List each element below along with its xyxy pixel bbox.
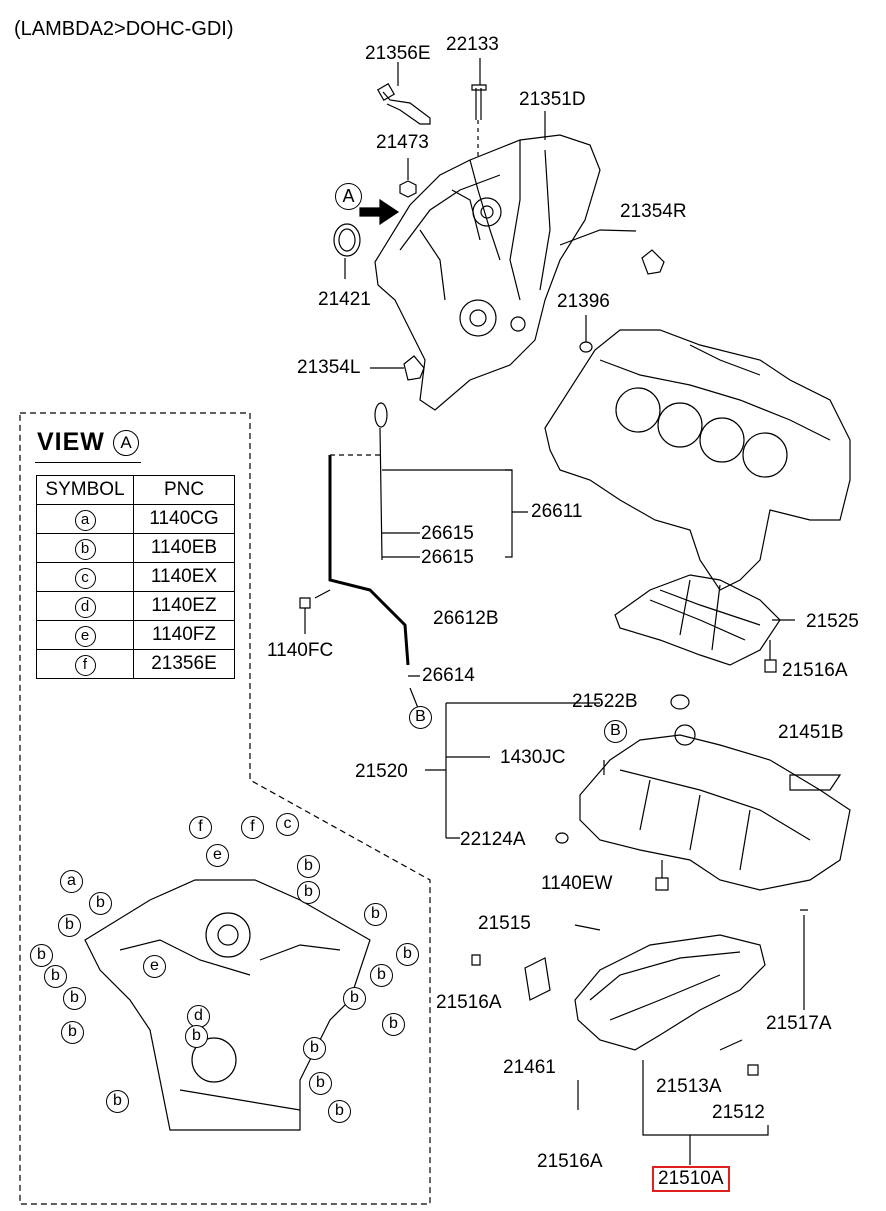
pnc-cell[interactable]: 1140EB	[133, 533, 235, 563]
bolt-marker: a	[60, 870, 83, 893]
part-label-22124A[interactable]: 22124A	[460, 829, 526, 850]
bolt-marker: b	[396, 943, 419, 966]
part-label-1140FC[interactable]: 1140FC	[267, 640, 334, 661]
pnc-cell[interactable]: 1140FZ	[133, 620, 235, 650]
part-label-21356E[interactable]: 21356E	[365, 43, 431, 64]
part-label-21520[interactable]: 21520	[355, 761, 408, 782]
part-label-21517A[interactable]: 21517A	[766, 1013, 832, 1034]
part-label-21421[interactable]: 21421	[318, 289, 371, 310]
part-label-26615-a[interactable]: 26615	[421, 523, 474, 544]
part-label-21516A-bottom[interactable]: 21516A	[537, 1151, 603, 1172]
pnc-header: PNC	[133, 475, 235, 505]
bolt-marker: b	[343, 987, 366, 1010]
upper-oil-pan-drawing	[579, 724, 851, 891]
part-label-21461[interactable]: 21461	[503, 1057, 556, 1078]
bolt-marker: b	[58, 914, 81, 937]
symbol-table: SYMBOL PNC a 1140CG b 1140EB c 1140EX d …	[36, 475, 235, 679]
part-label-21512[interactable]: 21512	[712, 1102, 765, 1123]
pnc-cell[interactable]: 21356E	[133, 649, 235, 679]
part-label-26612B[interactable]: 26612B	[433, 608, 499, 629]
part-label-21513A[interactable]: 21513A	[656, 1076, 722, 1097]
symbol-b: b	[74, 538, 96, 560]
part-label-26614[interactable]: 26614	[422, 665, 475, 686]
bolt-marker: f	[189, 816, 212, 839]
bolt-marker: b	[328, 1100, 351, 1123]
symbol-c: c	[74, 567, 96, 589]
part-label-21451B[interactable]: 21451B	[778, 722, 844, 743]
bolt-marker: e	[206, 844, 229, 867]
part-label-1430JC[interactable]: 1430JC	[500, 747, 566, 768]
symbol-a: a	[74, 509, 96, 531]
part-label-21522B[interactable]: 21522B	[572, 691, 638, 712]
cylinder-block-drawing	[544, 329, 851, 591]
bolt-marker: b	[106, 1090, 129, 1113]
part-label-26615-b[interactable]: 26615	[421, 547, 474, 568]
table-row: b 1140EB	[36, 533, 235, 563]
symbol-d: d	[74, 596, 96, 618]
part-label-1140EW[interactable]: 1140EW	[541, 873, 613, 894]
bolt-marker: b	[297, 855, 320, 878]
bolt-marker: b	[63, 987, 86, 1010]
part-label-21473[interactable]: 21473	[376, 132, 429, 153]
bolt-marker: f	[241, 816, 264, 839]
engine-header: (LAMBDA2>DOHC-GDI)	[14, 18, 234, 40]
symbol-e: e	[74, 625, 96, 647]
bolt-marker: b	[61, 1021, 84, 1044]
bolt-marker: b	[382, 1013, 405, 1036]
view-marker: A	[113, 430, 139, 456]
view-a-callout: A	[335, 183, 362, 210]
bolt-marker: b	[30, 944, 53, 967]
table-row: c 1140EX	[36, 562, 235, 592]
ladder-frame-drawing	[614, 574, 781, 666]
oil-pan-callout-b: B	[604, 720, 627, 743]
bolt-marker: b	[370, 964, 393, 987]
symbol-f: f	[74, 654, 96, 676]
view-title: VIEW	[37, 428, 105, 456]
part-label-21516A-mid[interactable]: 21516A	[436, 992, 502, 1013]
part-label-26611[interactable]: 26611	[531, 501, 583, 522]
symbol-table-header: SYMBOL PNC	[36, 475, 235, 505]
bolt-marker: b	[309, 1072, 332, 1095]
part-label-21515[interactable]: 21515	[478, 913, 531, 934]
bolt-marker: b	[297, 881, 320, 904]
table-row: e 1140FZ	[36, 620, 235, 650]
pnc-cell[interactable]: 1140EX	[133, 562, 235, 592]
bolt-marker: b	[303, 1037, 326, 1060]
bolt-marker: b	[185, 1025, 208, 1048]
bolt-marker: b	[44, 965, 67, 988]
part-label-22133[interactable]: 22133	[446, 34, 499, 55]
bolt-marker: e	[143, 955, 166, 978]
pnc-cell[interactable]: 1140EZ	[133, 591, 235, 621]
bolt-marker: b	[364, 903, 387, 926]
part-label-21396[interactable]: 21396	[557, 291, 610, 312]
table-row: a 1140CG	[36, 504, 235, 534]
view-title-underline	[35, 462, 141, 463]
bolt-marker: b	[89, 892, 112, 915]
timing-cover-drawing	[374, 134, 601, 411]
part-label-21516A-top[interactable]: 21516A	[782, 660, 848, 681]
pnc-cell[interactable]: 1140CG	[133, 504, 235, 534]
part-label-21525[interactable]: 21525	[806, 611, 859, 632]
part-label-21510A-highlighted[interactable]: 21510A	[652, 1166, 730, 1192]
lower-oil-pan-drawing	[574, 934, 766, 1051]
part-label-21354R[interactable]: 21354R	[620, 201, 687, 222]
bolt-marker: c	[276, 813, 299, 836]
table-row: f 21356E	[36, 649, 235, 679]
oil-gauge-callout-b: B	[409, 706, 432, 729]
table-row: d 1140EZ	[36, 591, 235, 621]
part-label-21354L[interactable]: 21354L	[297, 357, 361, 378]
symbol-header: SYMBOL	[36, 475, 134, 505]
oil-gauge-drawing	[328, 402, 512, 666]
part-label-21351D[interactable]: 21351D	[519, 89, 586, 110]
